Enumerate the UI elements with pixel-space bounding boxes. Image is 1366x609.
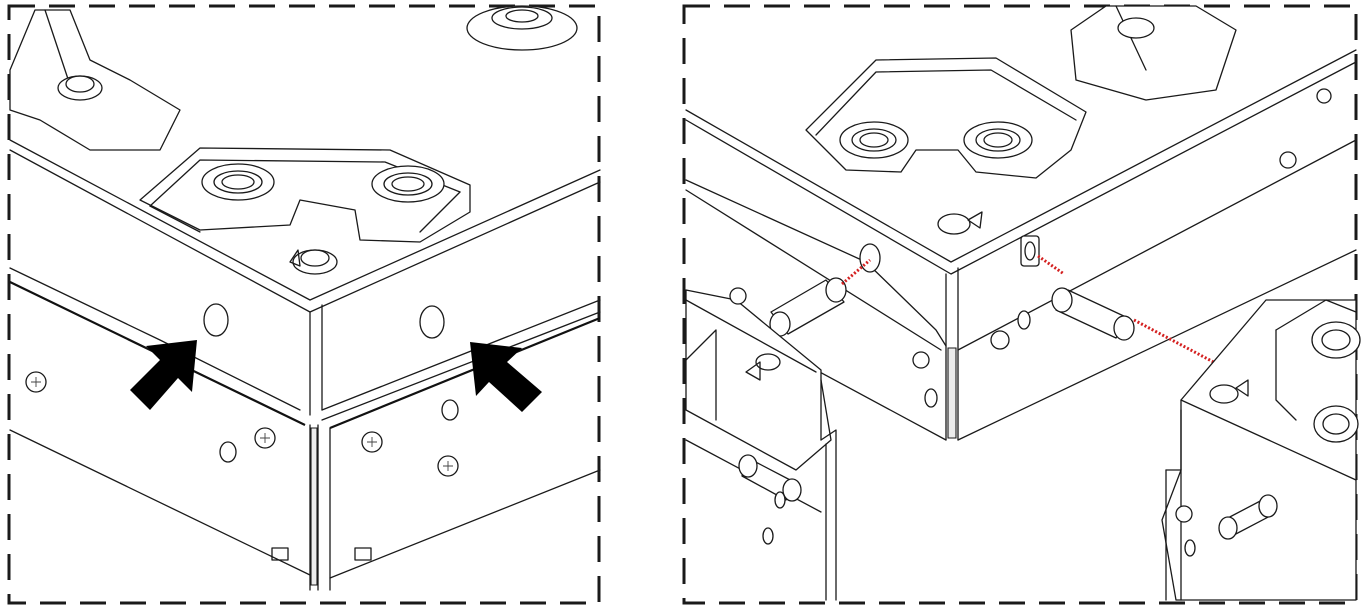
left-dashed-frame [7,4,601,605]
alignment-pin-icon [1051,287,1135,341]
alignment-pin-icon [769,277,847,337]
alignment-hole [859,243,881,273]
pointing-arrow-icon [130,340,197,410]
screw-icon [57,75,103,101]
screw-icon [937,211,983,235]
alignment-hole [419,305,445,339]
mounting-hole-icon [1017,310,1031,330]
mounting-hole-icon [839,121,909,159]
left-panel [0,0,610,609]
right-panel [676,0,1366,609]
mounting-hole-icon [201,163,275,201]
screw-icon [254,427,276,449]
alignment-pin-icon [738,454,802,502]
alignment-socket [1020,235,1040,267]
right-illustration [682,4,1361,605]
screw-icon [912,351,930,369]
screw-icon [990,330,1010,350]
notch [354,547,372,561]
screw-icon [745,353,781,381]
screw-icon [289,249,338,275]
screw-icon [1175,505,1193,523]
screw-icon [437,455,459,477]
mounting-hole-icon [441,399,459,421]
mounting-hole-icon [219,441,237,463]
screw-icon [1279,151,1297,169]
screw-icon [25,371,47,393]
notch [271,547,289,561]
mounting-hole-icon [963,121,1033,159]
mounting-hole-icon [371,165,445,203]
alignment-hole [203,303,229,337]
screw-icon [729,287,747,305]
screw-icon [1209,379,1249,404]
pointing-arrow-icon [470,342,542,412]
alignment-guide-line [1133,318,1222,368]
foot-pad [466,5,578,51]
mounting-hole-icon [924,388,938,408]
mounting-hole-icon [1311,321,1361,359]
alignment-guide-line [1037,254,1065,276]
screw-icon [1117,17,1155,39]
mounting-hole-icon [1313,405,1359,443]
left-illustration [7,4,601,605]
screw-icon [361,431,383,453]
alignment-pin-icon [1218,494,1278,540]
screw-icon [1316,88,1332,104]
